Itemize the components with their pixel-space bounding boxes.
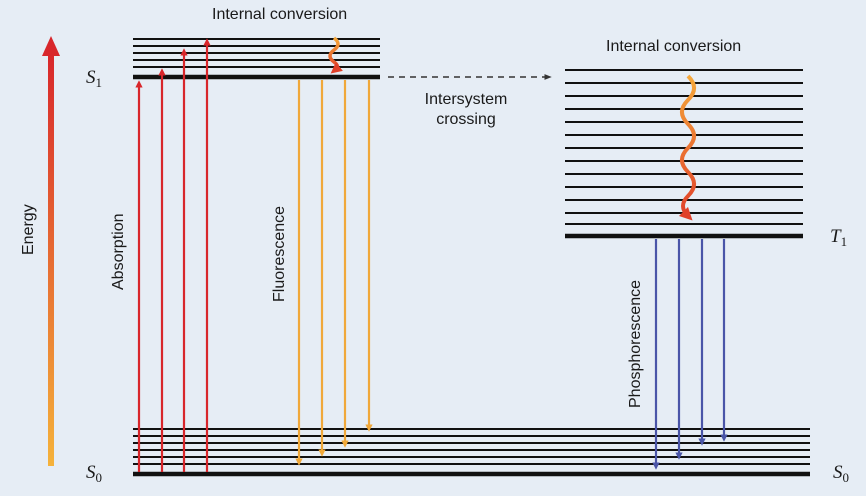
energy-axis-arrowhead [42, 36, 60, 56]
internal-conversion-s1-label: Internal conversion [212, 6, 347, 23]
s1-levels [133, 38, 380, 80]
t1-state-label: T1 [830, 226, 847, 249]
phosphorescence-label: Phosphorescence [627, 280, 644, 408]
energy-axis: Energy [20, 36, 60, 466]
internal-conversion-s1-arrow [328, 36, 343, 74]
isc-label-line2: crossing [436, 111, 496, 128]
fluorescence-label: Fluorescence [271, 206, 288, 302]
s1-state-label: S1 [86, 67, 102, 90]
isc-label-line1: Intersystem [425, 91, 508, 108]
s0-left-state-label: S0 [86, 462, 102, 485]
s0-levels [133, 428, 810, 477]
absorption-label: Absorption [110, 214, 127, 291]
energy-label: Energy [20, 204, 37, 255]
energy-axis-bar [48, 52, 54, 466]
s0-right-state-label: S0 [833, 462, 849, 485]
phosphorescence-arrows [652, 239, 728, 470]
fluorescence-arrows [295, 80, 373, 466]
internal-conversion-t1-label: Internal conversion [606, 38, 741, 55]
internal-conversion-t1-arrow [678, 74, 696, 221]
absorption-arrows [135, 38, 211, 472]
